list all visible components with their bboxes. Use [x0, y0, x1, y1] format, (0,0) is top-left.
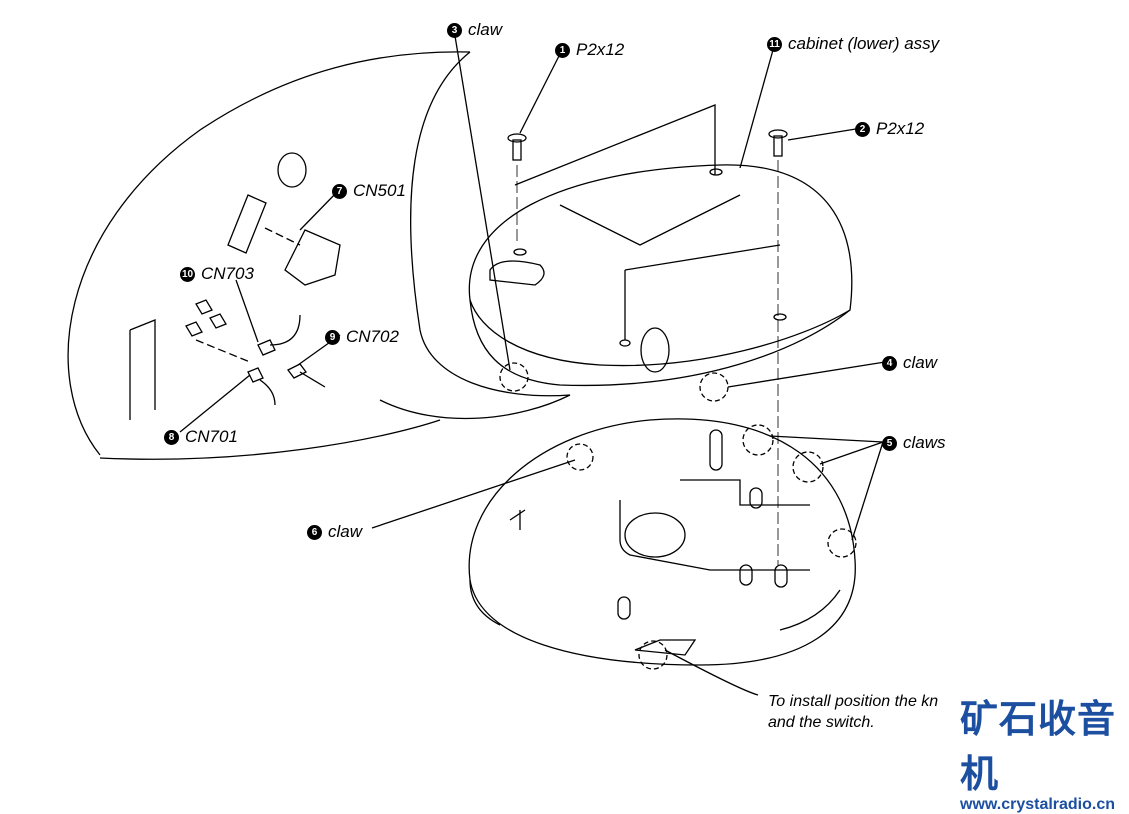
exploded-diagram	[67, 35, 886, 696]
upper-cabinet	[468, 164, 853, 387]
screw-1	[507, 133, 527, 161]
install-note: To install position the kn and the switc…	[768, 693, 939, 731]
lower-cabinet	[468, 418, 856, 666]
screw-2	[768, 129, 788, 157]
watermark: 矿石收音机 www.crystalradio.cn	[960, 697, 1117, 813]
leader-lines	[179, 35, 886, 696]
inset-outline	[67, 51, 471, 456]
inset-edge	[379, 51, 571, 420]
claw-circles	[499, 362, 857, 670]
